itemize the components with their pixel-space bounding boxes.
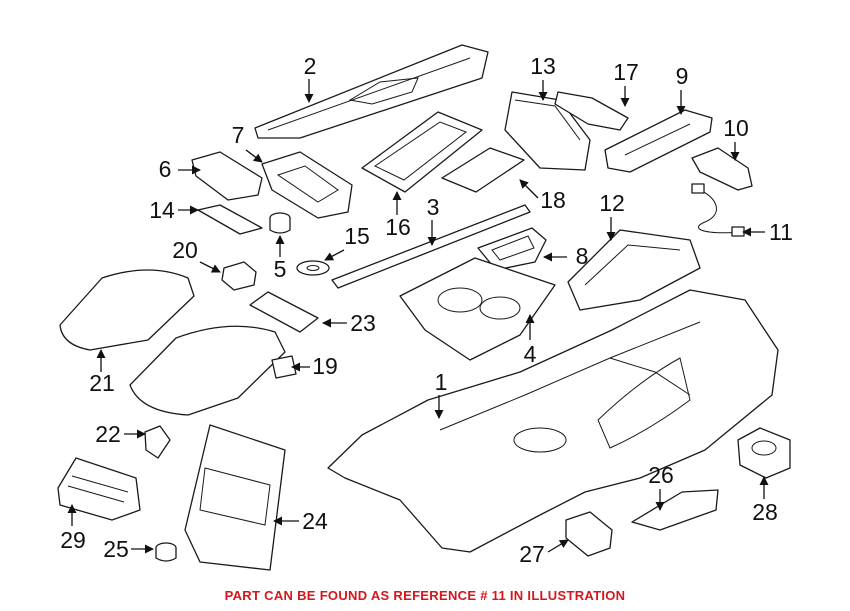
callout-label-6: 6 [159,156,172,182]
callout-label-14: 14 [149,197,175,223]
callout-label-20: 20 [172,237,198,263]
callout-label-4: 4 [524,341,537,367]
part-4-console-insert [399,257,556,361]
callout-label-17: 17 [613,59,639,85]
callout-label-5: 5 [274,256,287,282]
part-15-ring [296,260,330,276]
callout-label-15: 15 [344,223,370,249]
part-26-switch-panel [631,489,719,531]
callout-24: 24 [273,508,328,534]
callout-label-8: 8 [576,243,589,269]
callout-17: 17 [613,59,639,107]
part-11-wire-harness [691,183,745,237]
callout-12: 12 [599,190,625,241]
callout-18: 18 [519,179,566,213]
callout-21: 21 [89,349,115,396]
callout-label-2: 2 [304,53,317,79]
callout-label-13: 13 [530,53,556,79]
part-18-mat [441,147,525,193]
callout-27: 27 [519,539,569,567]
part-6-small-bin [191,151,263,201]
callout-label-25: 25 [103,536,129,562]
callout-11: 11 [742,219,793,245]
callout-15: 15 [324,223,370,261]
callout-5: 5 [274,235,287,282]
callout-6: 6 [159,156,201,182]
part-19-armrest [129,325,297,416]
part-25-knob [155,542,177,562]
part-23-cover [249,291,319,333]
part-24-rear-panel [184,424,286,571]
part-17-small-tray [554,91,629,131]
callout-label-21: 21 [89,370,115,396]
callout-label-18: 18 [540,187,566,213]
part-1-center-console [327,289,779,553]
callout-13: 13 [530,53,556,101]
callout-label-16: 16 [385,214,411,240]
part-22-clip [144,425,171,459]
part-14-small-mat [197,204,263,235]
callout-4: 4 [524,314,537,367]
callout-3: 3 [427,194,440,246]
callout-label-23: 23 [350,310,376,336]
part-8-bezel [477,227,547,271]
callout-1: 1 [434,369,448,419]
callout-9: 9 [676,63,689,115]
leader-arrow-15 [324,249,345,261]
callout-28: 28 [752,476,778,525]
callout-2: 2 [304,53,317,103]
part-27-switch [565,511,613,557]
callout-7: 7 [232,122,263,163]
leader-arrow-7 [245,149,263,163]
part-5-plug [269,212,291,234]
part-7-tray [261,151,353,219]
part-2-trim-strip [254,44,489,139]
callout-label-11: 11 [769,219,793,245]
reference-note: PART CAN BE FOUND AS REFERENCE # 11 IN I… [224,588,626,603]
callout-label-10: 10 [723,115,749,141]
callout-14: 14 [149,197,199,223]
callout-10: 10 [723,115,749,161]
callout-23: 23 [322,310,376,336]
part-3-trim-strip [331,204,531,289]
callout-label-7: 7 [232,122,245,148]
callout-16: 16 [385,191,411,240]
callout-20: 20 [172,237,221,273]
callout-label-1: 1 [435,369,448,395]
callout-label-9: 9 [676,63,689,89]
callout-label-28: 28 [752,499,778,525]
callout-label-27: 27 [519,541,545,567]
callout-8: 8 [543,243,589,269]
part-28-controller [737,427,791,479]
callout-label-19: 19 [312,353,338,379]
leader-arrow-27 [547,539,569,553]
part-29-vent [57,457,141,521]
leader-arrow-20 [199,261,221,273]
part-20-block [221,261,257,291]
part-21-armrest-lid [59,269,195,351]
callout-label-29: 29 [60,527,86,553]
callout-22: 22 [95,421,146,447]
callout-26: 26 [648,462,674,511]
callout-label-26: 26 [648,462,674,488]
callout-29: 29 [60,504,86,553]
leader-arrow-18 [519,179,539,199]
callout-label-12: 12 [599,190,625,216]
callout-label-3: 3 [427,194,440,220]
callout-label-22: 22 [95,421,121,447]
callout-25: 25 [103,536,154,562]
callout-label-24: 24 [302,508,328,534]
part-10-sensor-bracket [691,147,753,191]
part-16-mat [361,111,483,193]
callout-19: 19 [291,353,338,379]
part-12-cupholder-module [567,229,701,311]
